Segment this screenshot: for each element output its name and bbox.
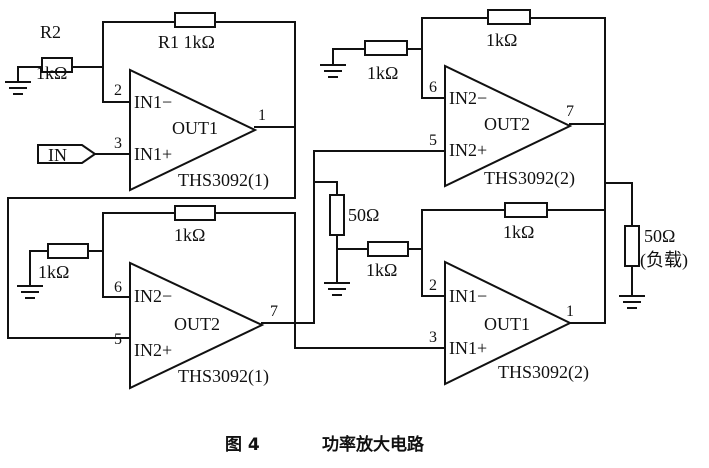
resistor: [367, 241, 409, 257]
pin-number: 5: [114, 331, 122, 348]
pin-number: 6: [114, 279, 122, 296]
amp4-in-neg-label: IN1−: [449, 286, 487, 306]
resistor: [174, 205, 216, 221]
figure-caption: 图 4 功率放大电路: [225, 434, 425, 455]
load-group: 50Ω (负载): [604, 182, 688, 309]
pin-number: 3: [429, 329, 437, 346]
pin-number: 3: [114, 135, 122, 152]
label-load-value: 50Ω: [644, 226, 675, 246]
label-r-amp4-fb: 1kΩ: [503, 222, 534, 242]
amp1-in-pos-label: IN1+: [134, 144, 172, 164]
divider-group: 50Ω: [313, 181, 379, 296]
amp4-group: 1kΩ 1kΩ 2 3 1 IN1− IN1+ OUT1 THS3092(2): [294, 202, 606, 386]
label-in: IN: [48, 145, 67, 165]
amp2-name: THS3092(2): [484, 168, 575, 189]
amp2-in-pos-label: IN2+: [449, 140, 487, 160]
resistor-r2: [41, 57, 73, 73]
amp4-out-label: OUT1: [484, 314, 530, 334]
amp3-in-neg-label: IN2−: [134, 286, 172, 306]
resistor-load: [624, 225, 640, 267]
opamp-amp4: [444, 260, 573, 386]
pin-number: 5: [429, 132, 437, 149]
pin-number: 6: [429, 79, 437, 96]
amp3-in-pos-label: IN2+: [134, 340, 172, 360]
input-port-tag: [37, 144, 97, 164]
pin-number: 1: [566, 303, 574, 320]
opamp-amp2: [444, 64, 573, 188]
label-r-amp3-gnd: 1kΩ: [38, 262, 69, 282]
caption-title: 功率放大电路: [322, 434, 425, 455]
amp2-in-neg-label: IN2−: [449, 88, 487, 108]
amp2-group: 1kΩ 1kΩ 6 5 7 IN2− IN2+ OUT2 THS3092(2): [313, 9, 606, 324]
caption-figure-number: 图 4: [225, 435, 260, 455]
amp3-name: THS3092(1): [178, 366, 269, 387]
label-r1: R1 1kΩ: [158, 32, 215, 52]
amp3-out-label: OUT2: [174, 314, 220, 334]
resistor: [504, 202, 548, 218]
label-r-amp2-fb: 1kΩ: [486, 30, 517, 50]
label-load-note: (负载): [640, 250, 688, 271]
resistor: [47, 243, 89, 259]
amp1-out-label: OUT1: [172, 118, 218, 138]
amp3-group: 1kΩ 1kΩ 6 5 7 IN2− IN2+ OUT2 THS3092(1): [17, 205, 315, 390]
label-r-amp4-gnd: 1kΩ: [366, 260, 397, 280]
resistor: [487, 9, 531, 25]
resistor: [364, 40, 408, 56]
resistor-r1: [174, 12, 216, 28]
label-divider: 50Ω: [348, 205, 379, 225]
pin-number: 7: [270, 303, 278, 320]
opamp-amp1: [129, 68, 258, 192]
pin-number: 1: [258, 107, 266, 124]
label-r-amp2-gnd: 1kΩ: [367, 63, 398, 83]
amp1-in-neg-label: IN1−: [134, 92, 172, 112]
amp1-name: THS3092(1): [178, 170, 269, 191]
label-r2-value: 1kΩ: [36, 63, 67, 83]
pin-number: 2: [114, 82, 122, 99]
label-r2: R2: [40, 22, 61, 42]
amp1-group: R2 1kΩ R1 1kΩ IN 2 3 1 IN1− IN1+ OUT1 TH…: [5, 12, 296, 339]
amp4-name: THS3092(2): [498, 362, 589, 383]
pin-number: 2: [429, 277, 437, 294]
amp4-in-pos-label: IN1+: [449, 338, 487, 358]
resistor-divider: [329, 194, 345, 236]
amp2-out-label: OUT2: [484, 114, 530, 134]
opamp-amp3: [129, 261, 265, 390]
pin-number: 7: [566, 103, 574, 120]
label-r-amp3-fb: 1kΩ: [174, 225, 205, 245]
